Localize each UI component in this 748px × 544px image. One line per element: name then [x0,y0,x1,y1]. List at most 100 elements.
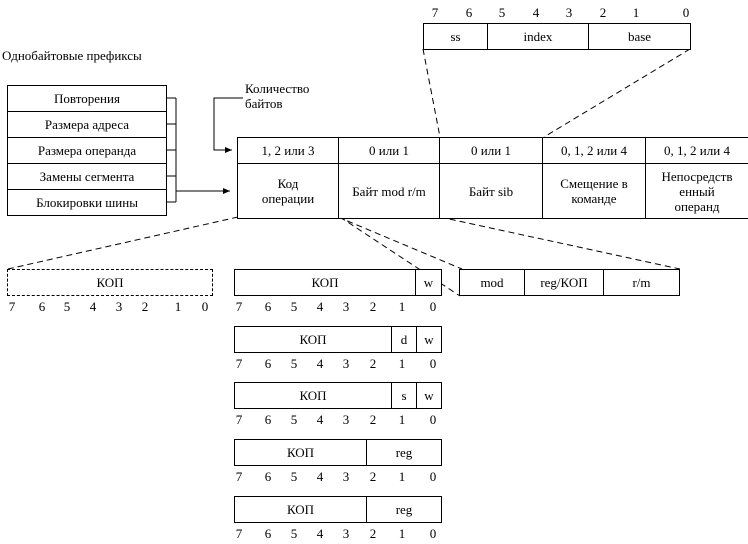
bit-number: 6 [38,299,46,314]
bit-number: 2 [369,526,377,541]
modrm-byte-box: mod reg/КОП r/m [459,269,680,296]
bit-number: 2 [369,412,377,427]
bit-number: 4 [316,526,324,541]
bit-number: 1 [398,526,406,541]
bit-number: 0 [429,469,437,484]
variant-main-field: КОП [235,440,367,465]
bit-number: 6 [264,469,272,484]
bytes-count-label: Количество байтов [245,81,310,111]
opcode-dash-right [337,216,463,270]
bit-number: 6 [264,412,272,427]
sib-dash-left [422,48,441,138]
bit-number: 4 [532,5,540,20]
variant-bits-row: 7 6 5 4 3 2 1 0 [0,299,748,315]
variant-bits-row: 7 6 5 4 3 2 1 0 [0,412,748,428]
bit-number: 7 [235,526,243,541]
bit-number: 0 [429,299,437,314]
bit-number: 1 [398,412,406,427]
bit-number: 5 [290,526,298,541]
sib-byte-box: ss index base [423,23,691,50]
bit-number: 0 [201,299,209,314]
modrm-dash-right [439,216,681,270]
count-displacement: 0, 1, 2 или 4 [543,138,646,164]
bit-number: 5 [290,469,298,484]
count-sib: 0 или 1 [440,138,543,164]
prefix-item: Блокировки шины [36,195,138,210]
field-modrm: Байт mod r/m [339,164,440,218]
bit-number: 5 [290,299,298,314]
prefixes-list: Повторения Размера адреса Размера операн… [7,85,167,216]
prefix-item: Замены сегмента [8,164,166,190]
modrm-reg-field: reg/КОП [525,270,604,295]
variant-bits-row: 7 6 5 4 3 2 1 0 [0,526,748,542]
variant-w-bit: w [424,388,434,403]
bit-number: 0 [682,5,690,20]
sib-bit-numbers: 7 6 5 4 3 2 1 0 [0,5,748,21]
opcode-variant-dw: КОП d w [234,326,442,353]
variant-reg-field: reg [395,445,413,460]
bit-number: 7 [235,299,243,314]
bit-number: 7 [8,299,16,314]
opcode-dashed-box: КОП [7,269,213,296]
count-immediate: 0, 1, 2 или 4 [646,138,748,164]
bit-number: 3 [342,356,350,371]
bit-number: 3 [342,526,350,541]
bit-number: 7 [235,412,243,427]
bit-number: 6 [465,5,473,20]
bytes-count-arrow [213,97,243,153]
bit-number: 4 [316,469,324,484]
bit-number: 4 [316,356,324,371]
variant-bits-row: 7 6 5 4 3 2 1 0 [0,469,748,485]
bit-number: 4 [316,299,324,314]
instruction-format: 1, 2 или 3 0 или 1 0 или 1 0, 1, 2 или 4… [237,137,748,219]
opcode-variant-sw: КОП s w [234,382,442,409]
bit-number: 2 [369,299,377,314]
variant-main-field: КОП [235,327,392,352]
prefixes-title: Однобайтовые префиксы [2,48,142,63]
bit-number: 2 [141,299,149,314]
bit-number: 1 [398,299,406,314]
bit-number: 6 [264,356,272,371]
variant-main-field: КОП [235,383,392,408]
bit-number: 2 [599,5,607,20]
bit-number: 7 [235,356,243,371]
sib-base-field: base [627,29,652,44]
variant-bits-row: 7 6 5 4 3 2 1 0 [0,356,748,372]
bit-number: 3 [342,412,350,427]
modrm-mod-field: mod [460,270,525,295]
bit-number: 0 [429,526,437,541]
opcode-dashed-label: КОП [96,275,124,290]
opcode-variant-reg: КОП reg [234,439,442,466]
count-opcode: 1, 2 или 3 [238,138,339,164]
prefix-item: Размера операнда [8,138,166,164]
bit-number: 3 [342,469,350,484]
sib-dash-right [543,48,691,138]
bit-number: 7 [235,469,243,484]
bit-number: 3 [565,5,573,20]
variant-main-field: КОП [235,270,416,295]
bit-number: 1 [174,299,182,314]
variant-main-field: КОП [235,497,367,522]
bit-number: 3 [115,299,123,314]
variant-d-bit: d [392,327,417,352]
opcode-dashed-bits: 7 6 5 4 3 2 1 0 [0,299,240,315]
opcode-variant-w: КОП w [234,269,442,296]
prefix-item: Размера адреса [8,112,166,138]
bit-number: 1 [398,469,406,484]
bit-number: 0 [429,412,437,427]
prefix-bracket [166,97,230,203]
bit-number: 2 [369,356,377,371]
bit-number: 0 [429,356,437,371]
count-modrm: 0 или 1 [339,138,440,164]
bit-number: 4 [89,299,97,314]
bit-number: 7 [431,5,439,20]
bit-number: 1 [632,5,640,20]
variant-reg-field: reg [395,502,413,517]
opcode-variant-reg-2: КОП reg [234,496,442,523]
sib-ss-field: ss [424,24,488,49]
bit-number: 2 [369,469,377,484]
